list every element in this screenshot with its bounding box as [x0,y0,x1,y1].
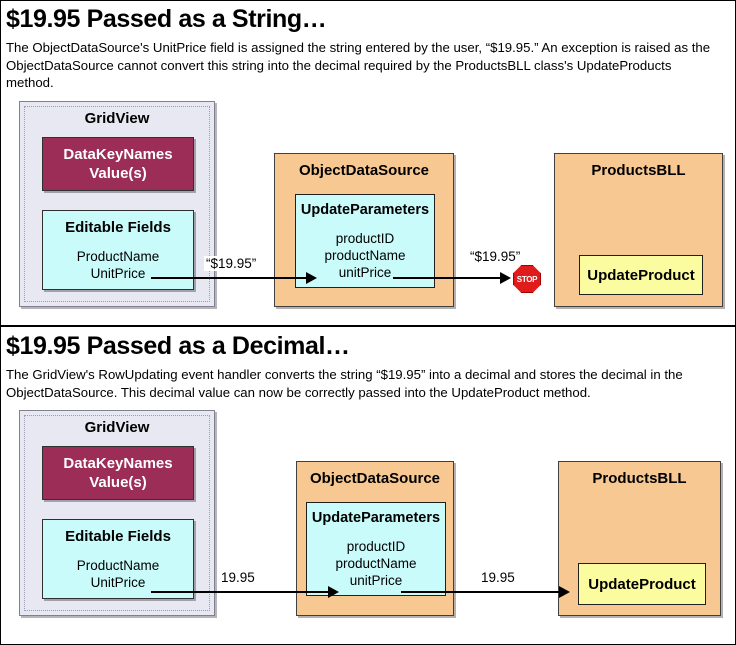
updateparameter-item: productID [346,539,406,554]
productsbll-box-1: ProductsBLL UpdateProduct [554,153,723,307]
section-string: $19.95 Passed as a String… The ObjectDat… [1,1,735,326]
editable-fields-title-2: Editable Fields [65,528,171,545]
stop-sign-icon: STOP [513,265,541,293]
productsbll-title-2: ProductsBLL [592,470,687,487]
updateparameter-item: productName [335,556,417,571]
arrow-head-gridview-to-ods-1 [306,272,317,284]
editable-fields-box-2: Editable Fields ProductName UnitPrice [42,519,194,599]
updateparameter-item: productName [324,248,406,263]
gridview-title-1: GridView [84,110,150,127]
updateparameters-box-2: UpdateParameters productID productName u… [306,502,446,596]
section-divider [1,325,735,327]
updateparameter-item: productID [335,231,395,246]
editable-field-item: ProductName [76,249,160,264]
arrow-line-gridview-to-ods-1 [151,277,309,279]
arrow-head-gridview-to-ods-2 [328,586,339,598]
objectdatasource-title-1: ObjectDataSource [298,162,430,179]
objectdatasource-box-2: ObjectDataSource UpdateParameters produc… [296,461,454,616]
updateparameter-item: unitPrice [338,265,392,280]
datakeynames-line-1: DataKeyNames [63,455,173,472]
section-1-blurb: The ObjectDataSource's UnitPrice field i… [6,40,711,90]
updateparameters-box-1: UpdateParameters productID productName u… [295,194,435,288]
arrow-label-ods-to-stop-1: “$19.95” [468,249,523,264]
updateproduct-box-2: UpdateProduct [578,563,706,605]
updateparameter-item: unitPrice [349,573,403,588]
gridview-title-2: GridView [84,419,150,436]
section-2-blurb: The GridView's RowUpdating event handler… [6,367,683,400]
arrow-head-ods-to-bll-2 [559,586,570,598]
gridview-box-2: GridView DataKeyNames Value(s) Editable … [19,410,215,616]
productsbll-box-2: ProductsBLL UpdateProduct [558,461,721,616]
arrow-line-gridview-to-ods-2 [151,591,331,593]
objectdatasource-title-2: ObjectDataSource [309,470,441,487]
productsbll-title-1: ProductsBLL [591,162,686,179]
datakeynames-line-2: Value(s) [89,165,147,182]
updateproduct-box-1: UpdateProduct [579,255,703,295]
stop-sign-label: STOP [516,274,538,284]
editable-fields-title-1: Editable Fields [65,219,171,236]
arrow-line-ods-to-stop-1 [393,277,503,279]
editable-field-item: UnitPrice [90,575,146,590]
datakeynames-line-2: Value(s) [89,474,147,491]
updateparameters-title-1: UpdateParameters [300,202,430,218]
datakeynames-box-1: DataKeyNames Value(s) [42,137,194,191]
arrow-label-ods-to-bll-2: 19.95 [479,570,517,585]
datakeynames-box-2: DataKeyNames Value(s) [42,446,194,500]
editable-field-item: UnitPrice [90,266,146,281]
arrow-label-gridview-to-ods-2: 19.95 [219,570,257,585]
arrow-label-gridview-to-ods-1: “$19.95” [204,256,259,271]
arrow-head-ods-to-stop-1 [500,272,511,284]
datakeynames-line-1: DataKeyNames [63,146,173,163]
arrow-line-ods-to-bll-2 [401,591,561,593]
editable-fields-box-1: Editable Fields ProductName UnitPrice [42,210,194,290]
section-2-heading: $19.95 Passed as a Decimal… [6,332,350,360]
updateparameters-title-2: UpdateParameters [311,510,441,526]
section-decimal: $19.95 Passed as a Decimal… The GridView… [1,327,735,644]
section-1-heading: $19.95 Passed as a String… [6,5,327,33]
objectdatasource-box-1: ObjectDataSource UpdateParameters produc… [274,153,454,307]
editable-field-item: ProductName [76,558,160,573]
